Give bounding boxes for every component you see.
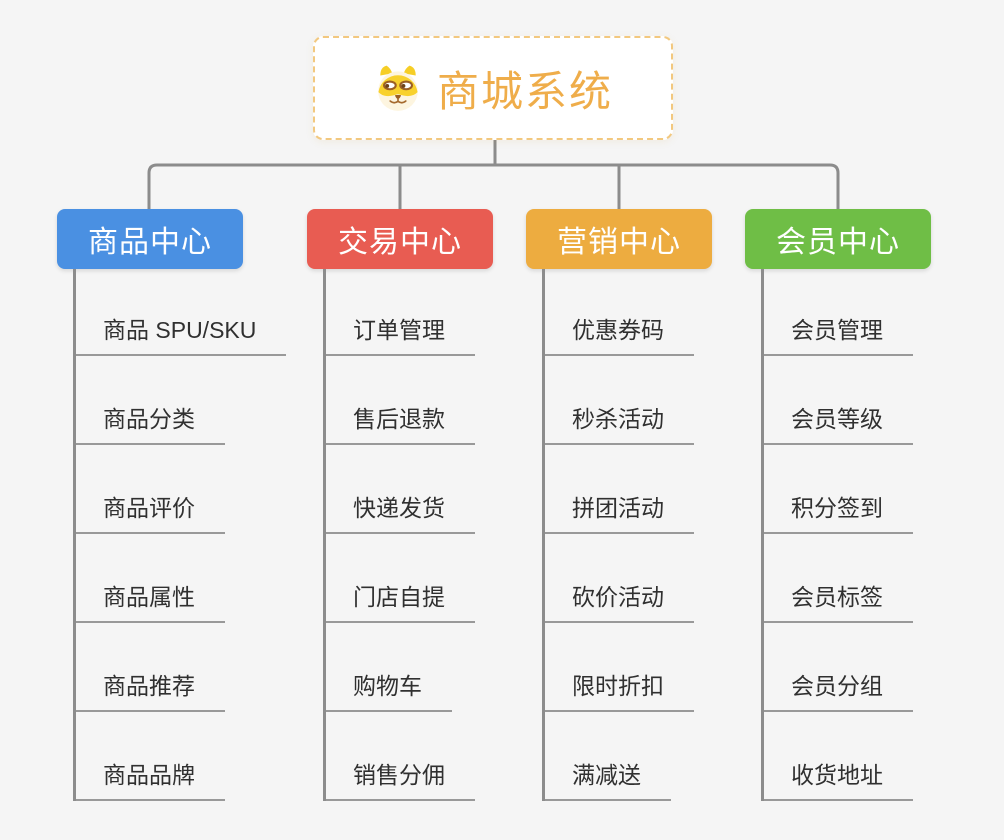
leaf-node-label: 会员分组 (764, 667, 913, 712)
tree-rail-line (147, 163, 840, 210)
leaf-node-label: 商品评价 (76, 489, 225, 534)
leaf-node[interactable]: 限时折扣 (545, 623, 694, 712)
leaf-node[interactable]: 售后退款 (326, 356, 475, 445)
branch-items-marketing-center: 优惠券码 秒杀活动 拼团活动 砍价活动 限时折扣 满减送 (542, 269, 694, 801)
leaf-node[interactable]: 购物车 (326, 623, 475, 712)
leaf-node-label: 销售分佣 (326, 756, 475, 801)
leaf-node-label: 商品 SPU/SKU (76, 311, 287, 356)
leaf-node[interactable]: 销售分佣 (326, 712, 475, 801)
leaf-node[interactable]: 会员等级 (764, 356, 913, 445)
leaf-node-label: 秒杀活动 (545, 400, 694, 445)
leaf-node-label: 砍价活动 (545, 578, 694, 623)
leaf-node-label: 优惠券码 (545, 311, 694, 356)
leaf-node-label: 快递发货 (326, 489, 475, 534)
leaf-node-label: 商品推荐 (76, 667, 225, 712)
branch-marketing-center: 营销中心 优惠券码 秒杀活动 拼团活动 砍价活动 限时折扣 满减送 (526, 209, 712, 801)
leaf-node[interactable]: 优惠券码 (545, 269, 694, 356)
leaf-node-label: 会员标签 (764, 578, 913, 623)
leaf-node-label: 购物车 (326, 667, 452, 712)
branch-label: 营销中心 (557, 226, 681, 259)
branch-node-product-center[interactable]: 商品中心 (57, 209, 243, 269)
leaf-node[interactable]: 商品推荐 (76, 623, 286, 712)
branch-label: 交易中心 (338, 226, 462, 259)
leaf-node[interactable]: 拼团活动 (545, 445, 694, 534)
branch-items-member-center: 会员管理 会员等级 积分签到 会员标签 会员分组 收货地址 (761, 269, 913, 801)
root-node-label: 商城系统 (436, 67, 613, 115)
leaf-node-label: 会员等级 (764, 400, 913, 445)
leaf-node[interactable]: 商品评价 (76, 445, 286, 534)
leaf-node[interactable]: 会员分组 (764, 623, 913, 712)
leaf-node-label: 会员管理 (764, 311, 913, 356)
branch-node-member-center[interactable]: 会员中心 (745, 209, 931, 269)
leaf-node-label: 售后退款 (326, 400, 475, 445)
leaf-node-label: 满减送 (545, 756, 671, 801)
leaf-node-label: 拼团活动 (545, 489, 694, 534)
branch-node-marketing-center[interactable]: 营销中心 (526, 209, 712, 269)
branch-product-center: 商品中心 商品 SPU/SKU 商品分类 商品评价 商品属性 商品推荐 商品品牌 (57, 209, 287, 801)
leaf-node[interactable]: 快递发货 (326, 445, 475, 534)
leaf-node[interactable]: 商品属性 (76, 534, 286, 623)
leaf-node-label: 限时折扣 (545, 667, 694, 712)
leaf-node-label: 商品分类 (76, 400, 225, 445)
leaf-node[interactable]: 商品 SPU/SKU (76, 269, 287, 356)
root-node[interactable]: 商城系统 (313, 36, 673, 140)
leaf-node-label: 订单管理 (326, 311, 475, 356)
leaf-node[interactable]: 收货地址 (764, 712, 913, 801)
leaf-node-label: 门店自提 (326, 578, 475, 623)
leaf-node-label: 积分签到 (764, 489, 913, 534)
doge-face-icon (378, 65, 418, 111)
leaf-node-label: 商品品牌 (76, 756, 225, 801)
branch-items-trade-center: 订单管理 售后退款 快递发货 门店自提 购物车 销售分佣 (323, 269, 475, 801)
leaf-node[interactable]: 会员管理 (764, 269, 913, 356)
leaf-node[interactable]: 砍价活动 (545, 534, 694, 623)
leaf-node[interactable]: 商品品牌 (76, 712, 286, 801)
leaf-node[interactable]: 积分签到 (764, 445, 913, 534)
branch-trade-center: 交易中心 订单管理 售后退款 快递发货 门店自提 购物车 销售分佣 (307, 209, 493, 801)
leaf-node[interactable]: 商品分类 (76, 356, 286, 445)
branch-label: 会员中心 (776, 226, 900, 259)
branch-label: 商品中心 (88, 226, 212, 259)
branch-items-product-center: 商品 SPU/SKU 商品分类 商品评价 商品属性 商品推荐 商品品牌 (73, 269, 287, 801)
leaf-node-label: 商品属性 (76, 578, 225, 623)
leaf-node[interactable]: 满减送 (545, 712, 694, 801)
leaf-node[interactable]: 门店自提 (326, 534, 475, 623)
branch-node-trade-center[interactable]: 交易中心 (307, 209, 493, 269)
leaf-node-label: 收货地址 (764, 756, 913, 801)
branch-member-center: 会员中心 会员管理 会员等级 积分签到 会员标签 会员分组 收货地址 (745, 209, 931, 801)
leaf-node[interactable]: 订单管理 (326, 269, 475, 356)
leaf-node[interactable]: 会员标签 (764, 534, 913, 623)
leaf-node[interactable]: 秒杀活动 (545, 356, 694, 445)
